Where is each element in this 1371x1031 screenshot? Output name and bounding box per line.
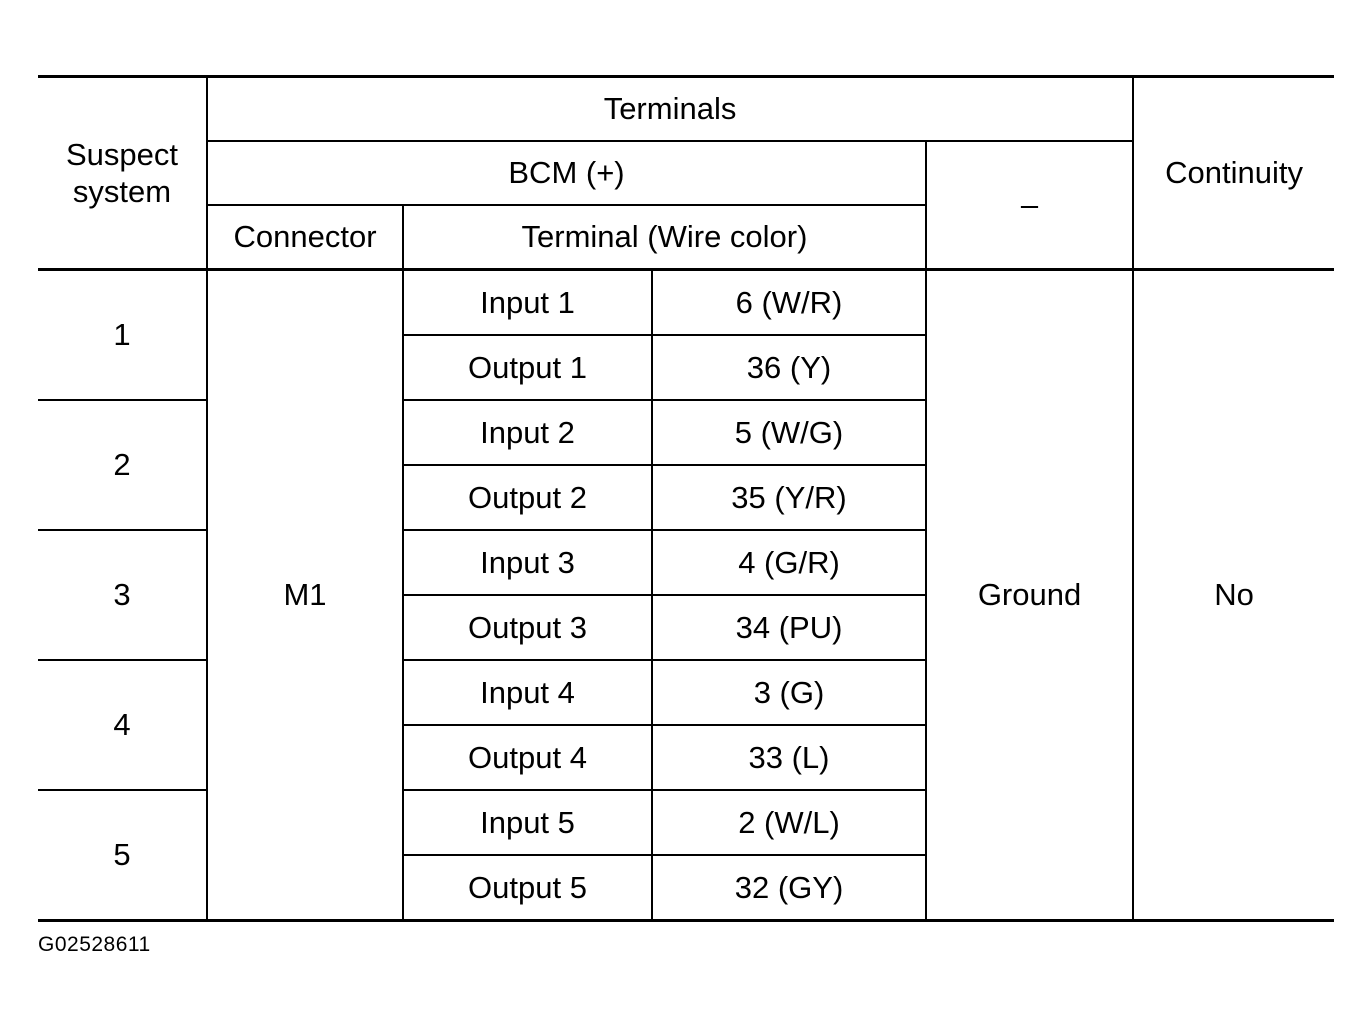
suspect-system-cell: 5 <box>38 789 208 922</box>
signal-cell: Input 1 <box>402 268 653 336</box>
minus-header: – <box>924 140 1135 271</box>
signal-cell: Output 1 <box>402 334 653 401</box>
continuity-header: Continuity <box>1132 75 1335 271</box>
terminal-wire-cell: 35 (Y/R) <box>651 464 927 531</box>
diagnosis-table: Suspect system Terminals Continuity BCM … <box>38 75 1335 922</box>
terminal-wire-cell: 6 (W/R) <box>651 268 927 336</box>
signal-cell: Output 5 <box>402 854 653 922</box>
terminal-wire-cell: 5 (W/G) <box>651 399 927 466</box>
signal-cell: Output 3 <box>402 594 653 661</box>
bcm-header: BCM (+) <box>206 140 927 206</box>
suspect-system-header-line1: Suspect <box>65 136 178 172</box>
suspect-system-cell: 4 <box>38 659 208 791</box>
signal-cell: Input 4 <box>402 659 653 726</box>
terminal-wire-cell: 4 (G/R) <box>651 529 927 596</box>
signal-cell: Output 2 <box>402 464 653 531</box>
signal-cell: Input 5 <box>402 789 653 856</box>
terminals-header: Terminals <box>205 75 1135 142</box>
terminal-wire-cell: 34 (PU) <box>651 594 927 661</box>
suspect-system-cell: 1 <box>38 268 208 401</box>
connector-header: Connector <box>206 204 404 271</box>
signal-cell: Input 2 <box>402 399 653 466</box>
connector-cell: M1 <box>206 268 404 922</box>
terminal-wire-color-header: Terminal (Wire color) <box>402 204 927 271</box>
suspect-system-cell: 2 <box>38 399 208 531</box>
continuity-cell: No <box>1132 268 1335 922</box>
terminal-wire-cell: 3 (G) <box>651 659 927 726</box>
figure-id: G02528611 <box>38 933 151 956</box>
terminal-wire-cell: 32 (GY) <box>651 854 927 922</box>
ground-cell: Ground <box>924 268 1135 922</box>
terminal-wire-cell: 36 (Y) <box>651 334 927 401</box>
suspect-system-header-line2: system <box>72 174 172 209</box>
suspect-system-header: Suspect system <box>38 75 208 271</box>
signal-cell: Output 4 <box>402 724 653 791</box>
suspect-system-cell: 3 <box>38 529 208 661</box>
terminal-wire-cell: 33 (L) <box>651 724 927 791</box>
terminal-wire-cell: 2 (W/L) <box>651 789 927 856</box>
signal-cell: Input 3 <box>402 529 653 596</box>
